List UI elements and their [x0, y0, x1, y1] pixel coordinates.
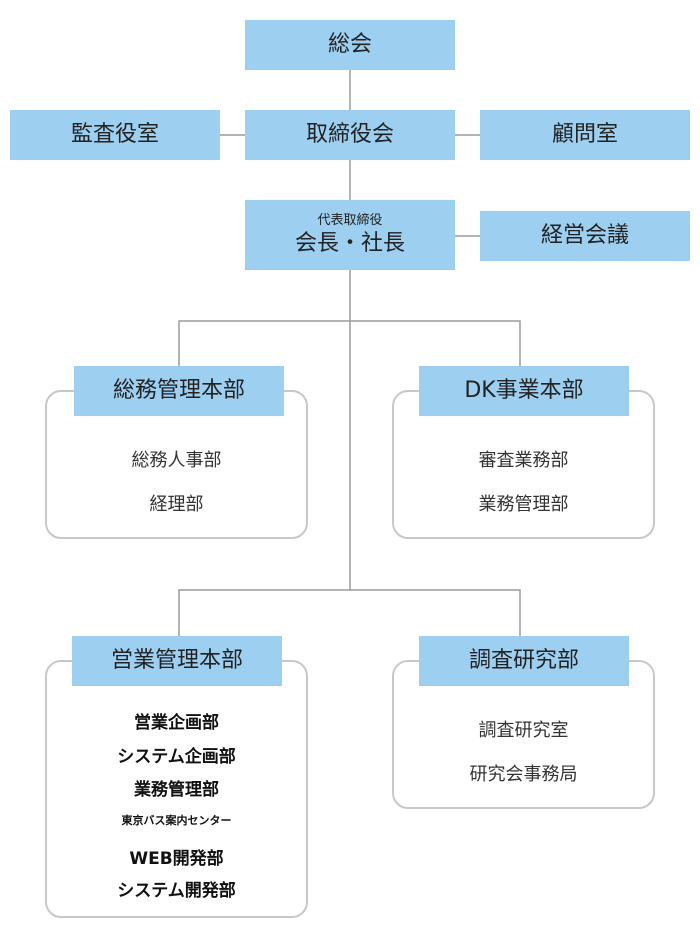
- division-item: 審査業務部: [478, 450, 569, 471]
- sales-division-panel: 営業企画部 システム企画部 業務管理部 東京バス案内センター WEB開発部 シス…: [45, 660, 308, 918]
- division-item: 総務人事部: [131, 450, 222, 471]
- president-title: 代表取締役: [317, 213, 383, 228]
- dk-division-title: DK事業本部: [464, 377, 584, 403]
- research-title-box: 調査研究部: [419, 636, 629, 686]
- division-item: システム企画部: [117, 747, 236, 767]
- connector-branch-upper: [178, 320, 521, 366]
- sales-division-title-box: 営業管理本部: [72, 636, 282, 686]
- management-meeting-label: 経営会議: [540, 222, 629, 248]
- division-item: 業務管理部: [134, 780, 219, 800]
- board-label: 取締役会: [305, 121, 394, 147]
- division-item: システム開発部: [117, 881, 236, 901]
- general-affairs-title-box: 総務管理本部: [74, 366, 284, 416]
- advisory-office-label: 顧問室: [551, 121, 618, 147]
- division-item: 研究会事務局: [469, 764, 578, 785]
- general-meeting-label: 総会: [327, 31, 372, 57]
- general-affairs-title: 総務管理本部: [112, 377, 245, 403]
- president-label: 会長・社長: [294, 230, 405, 256]
- division-item: 経理部: [149, 494, 204, 515]
- audit-office-label: 監査役室: [70, 121, 159, 147]
- audit-office-box: 監査役室: [10, 110, 220, 160]
- dk-division-title-box: DK事業本部: [419, 366, 629, 416]
- division-item: 業務管理部: [478, 494, 569, 515]
- division-item: 営業企画部: [134, 713, 219, 733]
- division-item: WEB開発部: [129, 849, 224, 869]
- management-meeting-box: 経営会議: [480, 211, 690, 261]
- research-title: 調査研究部: [468, 647, 579, 673]
- general-meeting-box: 総会: [245, 20, 455, 70]
- division-item: 東京バス案内センター: [121, 814, 232, 827]
- board-box: 取締役会: [245, 110, 455, 160]
- division-item: 調査研究室: [478, 720, 569, 741]
- sales-division-title: 営業管理本部: [110, 647, 243, 673]
- advisory-office-box: 顧問室: [480, 110, 690, 160]
- connector-branch-lower: [178, 589, 521, 636]
- president-box: 代表取締役 会長・社長: [245, 200, 455, 270]
